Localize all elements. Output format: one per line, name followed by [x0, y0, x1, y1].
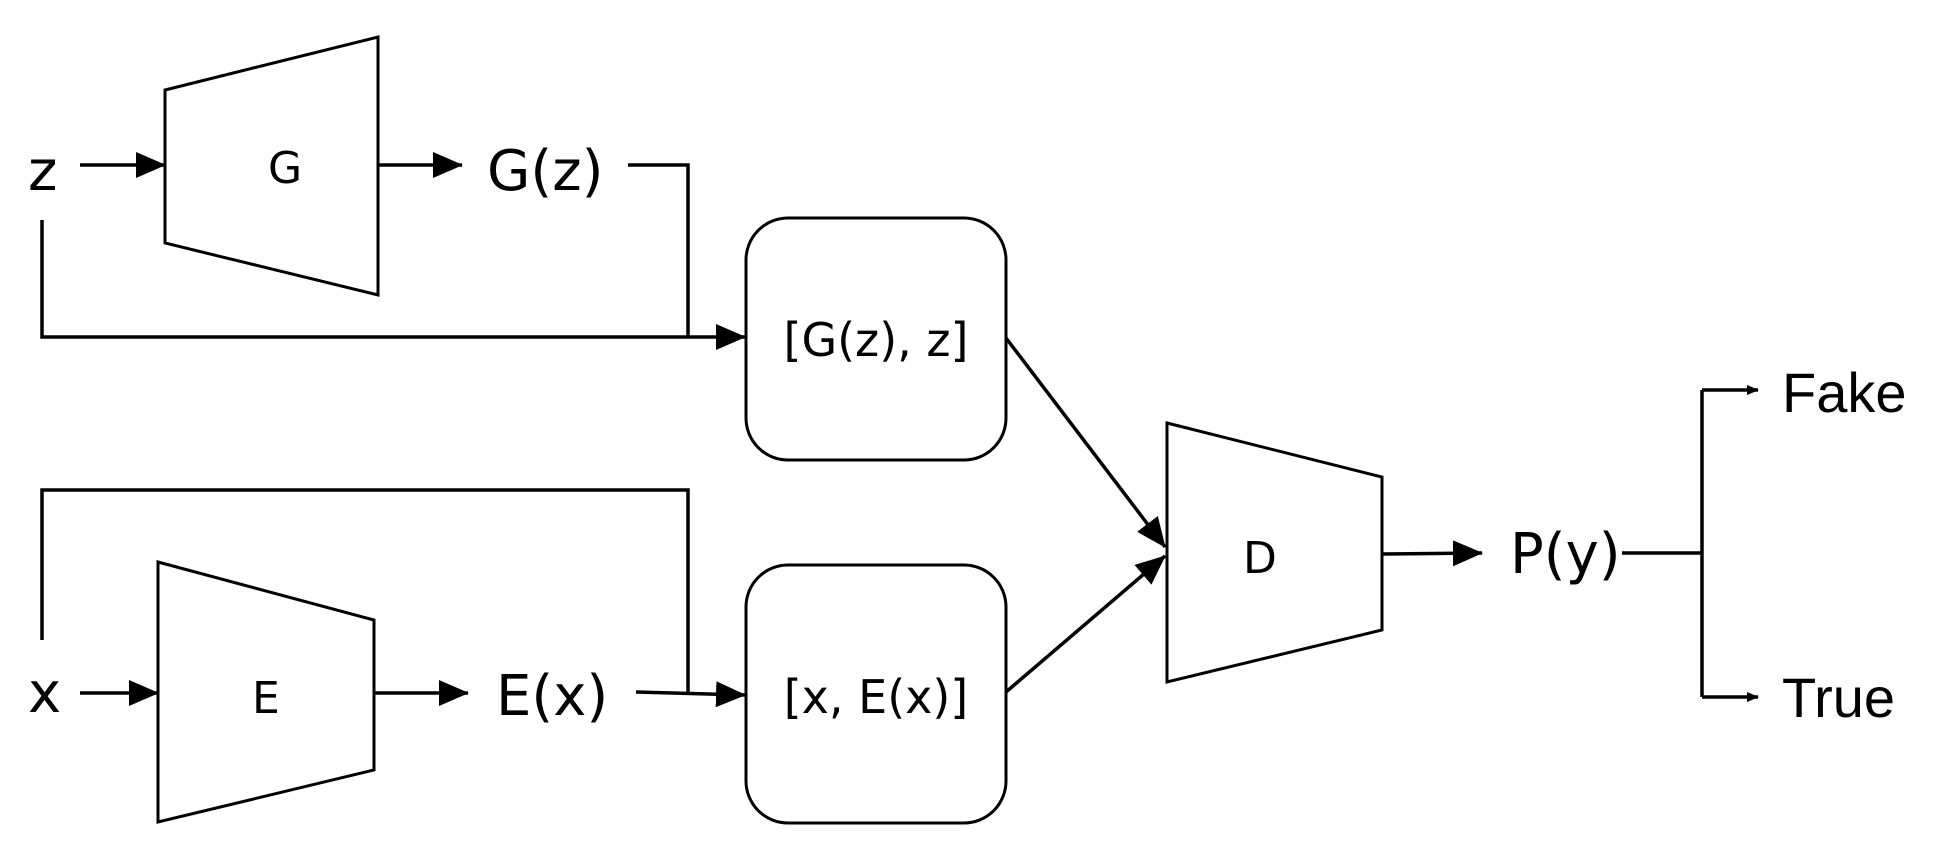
ex-to-pair-arrow	[635, 681, 746, 708]
x-skip-connector	[40, 488, 690, 692]
true-output-label: True	[1782, 666, 1895, 729]
discriminator-block	[1165, 421, 1384, 684]
fake-output-label: Fake	[1782, 361, 1907, 424]
encoder-block	[156, 560, 376, 824]
real-pair-label: [x, E(x)]	[784, 670, 969, 724]
fake-pair-label: [G(z), z]	[784, 313, 969, 367]
z-label: z	[28, 139, 57, 204]
encoder-label: E	[252, 673, 280, 724]
real-pair-to-d-arrow	[1004, 554, 1167, 694]
real-pair-box	[744, 563, 1008, 825]
d-to-py-arrow	[1381, 540, 1483, 567]
fake-pair-to-d-arrow	[1004, 336, 1167, 549]
gz-label: G(z)	[487, 139, 603, 204]
ex-label: E(x)	[496, 664, 608, 729]
z-skip-connector	[40, 220, 746, 350]
generator-block	[163, 35, 380, 297]
gz-connector	[628, 163, 690, 337]
generator-label: G	[268, 143, 302, 194]
x-label: x	[28, 661, 61, 726]
discriminator-label: D	[1243, 533, 1277, 584]
py-label: P(y)	[1510, 522, 1621, 587]
